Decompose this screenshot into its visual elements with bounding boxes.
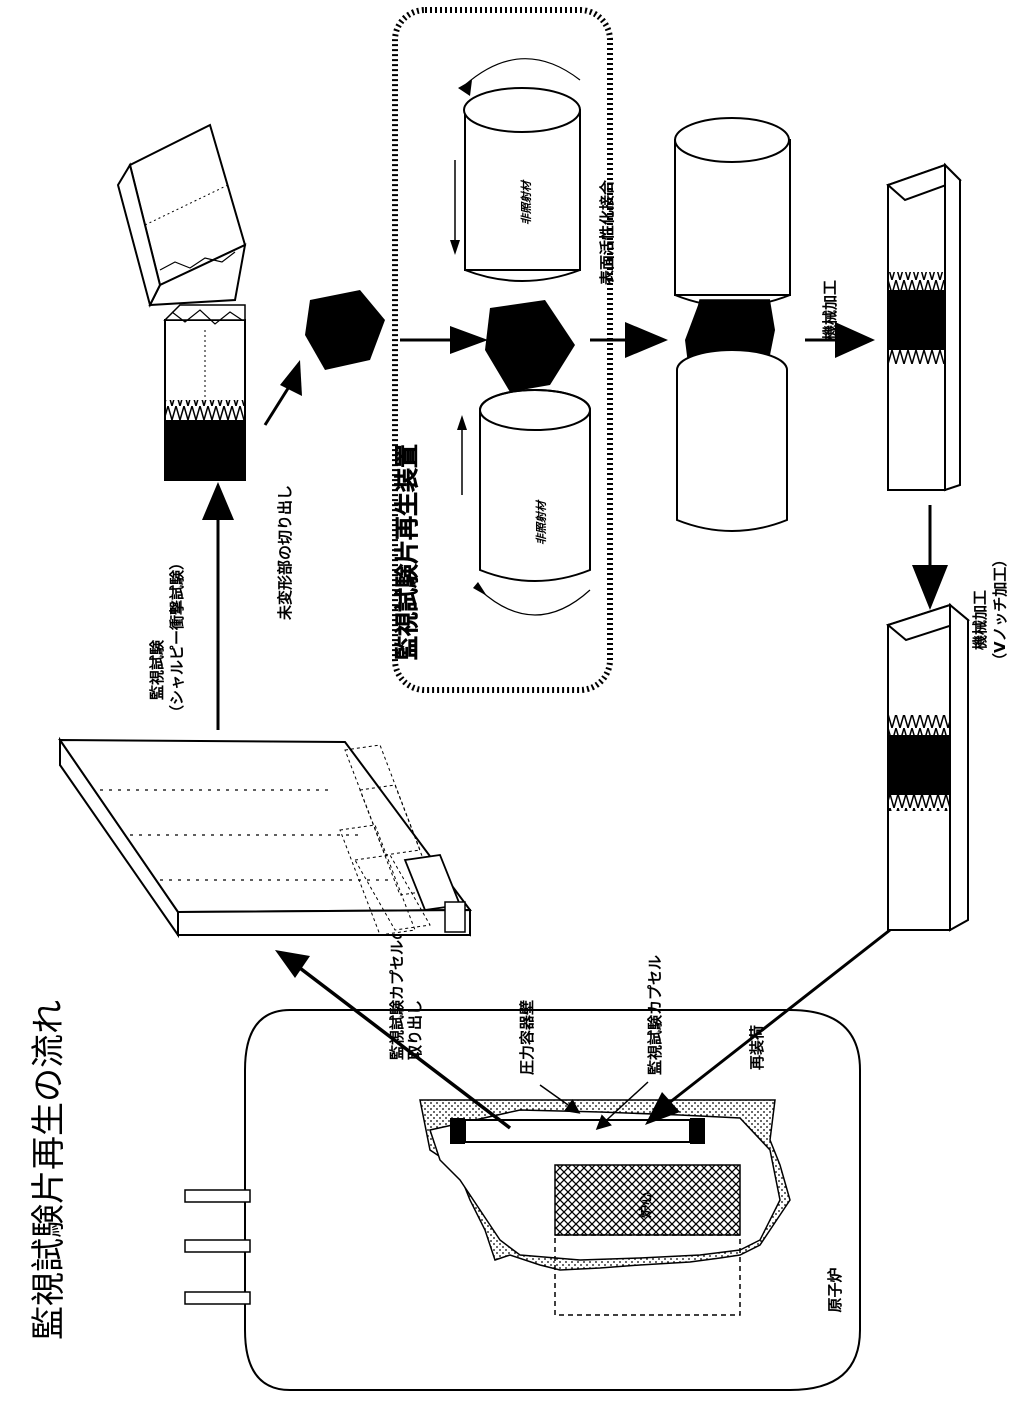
unirradiated-label-1: 非照射材 (520, 179, 533, 225)
nozzle-3 (185, 1292, 250, 1304)
machining-label: 機械加工 (821, 280, 839, 340)
surveillance-capsule-label: 監視試験カプセル (646, 955, 664, 1075)
bonded-specimen (675, 118, 790, 531)
unirradiated-label-2: 非照射材 (535, 499, 548, 545)
nozzle-1 (185, 1190, 250, 1202)
cutout-block (305, 290, 385, 370)
bonding-arrow: 表面活性化接合 (590, 179, 668, 358)
reload-label: 再装荷 (748, 1025, 766, 1070)
pressure-vessel-wall-label: 圧力容器壁 (518, 1000, 536, 1075)
surveillance-test-arrow: 監視試験 （シャルピー衝撃試験） (148, 482, 234, 730)
regenerated-specimen (888, 605, 968, 930)
regeneration-apparatus: 監視試験片再生装置 非照射材 非照射材 (393, 10, 610, 690)
core-label: 炉心 (638, 1192, 654, 1218)
machining-vnotch-label-1: 機械加工 (971, 590, 989, 650)
surveillance-capsule-shape (465, 1120, 690, 1142)
into-apparatus-arrow (400, 326, 488, 354)
broken-charpy-specimen (118, 125, 245, 480)
apparatus-label: 監視試験片再生装置 (393, 444, 421, 660)
machined-bar (887, 165, 960, 490)
capsule-removal-label-1: 監視試験カプセルの (388, 925, 406, 1060)
machining-arrow: 機械加工 (805, 280, 875, 358)
surveillance-test-label-1: 監視試験 (148, 639, 166, 700)
machining-vnotch-label-2: （Vノッチ加工） (991, 552, 1009, 668)
surveillance-test-label-2: （シャルピー衝撃試験） (168, 555, 186, 720)
reactor-label: 原子炉 (826, 1267, 844, 1312)
page-title: 監視試験片再生の流れ (29, 1000, 69, 1340)
nozzle-2 (185, 1240, 250, 1252)
cut-undeformed-label: 未変形部の切り出し (276, 485, 294, 621)
opened-capsule (60, 740, 470, 935)
surface-activated-bonding-label: 表面活性化接合 (598, 179, 616, 285)
capsule-removal-label-2: 取り出し (406, 1000, 424, 1060)
title-group: 監視試験片再生の流れ (29, 1000, 69, 1340)
cut-arrow: 未変形部の切り出し (265, 360, 302, 621)
